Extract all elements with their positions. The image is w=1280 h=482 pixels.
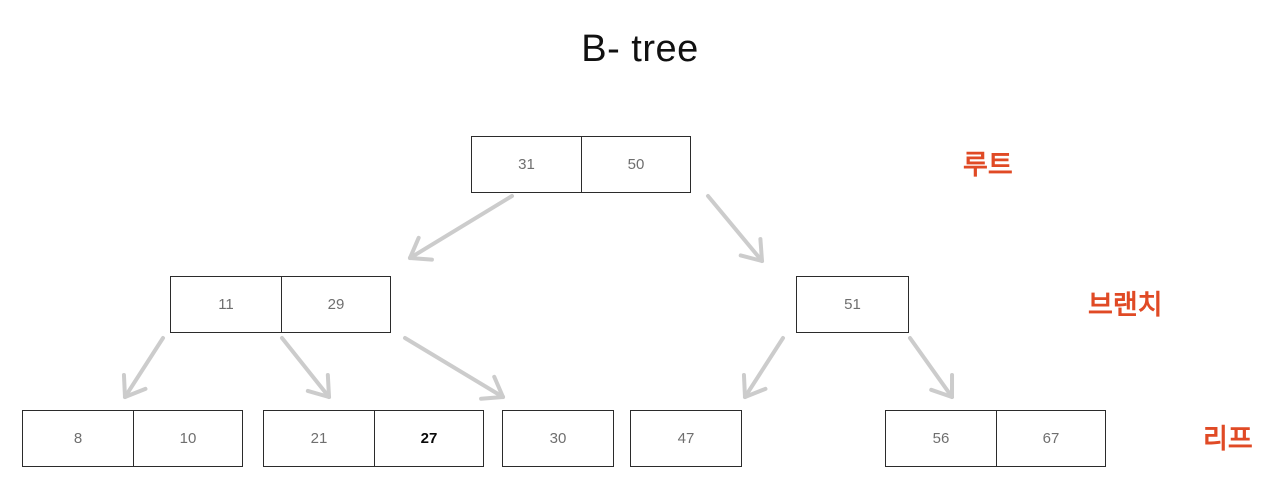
branch-node-left-key-2[interactable]: 29 <box>280 277 390 332</box>
root-node-key-2[interactable]: 50 <box>581 137 690 192</box>
arrow-branch-right-to-leaf-5 <box>908 336 955 399</box>
leaf-node-5-key-1[interactable]: 56 <box>932 430 950 447</box>
leaf-node-1-key-1[interactable]: 8 <box>73 430 83 447</box>
arrow-branch-left-to-leaf-3 <box>403 336 505 401</box>
leaf-node-1-key-2[interactable]: 10 <box>132 411 242 466</box>
root-node-key-1[interactable]: 31 <box>518 156 535 173</box>
arrow-root-to-branch-left <box>408 194 514 262</box>
branch-node-left-key-1[interactable]: 11 <box>218 296 234 313</box>
level-label-branch: 브랜치 <box>1088 290 1163 320</box>
leaf-node-5[interactable]: 56 67 <box>885 410 1106 467</box>
root-node[interactable]: 31 50 <box>471 136 691 193</box>
leaf-node-4[interactable]: 47 <box>630 410 742 467</box>
branch-node-right-key-1[interactable]: 51 <box>844 296 861 313</box>
leaf-node-3-key-1[interactable]: 30 <box>549 430 567 447</box>
leaf-node-5-key-2[interactable]: 67 <box>995 411 1105 466</box>
leaf-node-1[interactable]: 8 10 <box>22 410 243 467</box>
arrow-branch-left-to-leaf-2 <box>280 336 331 399</box>
branch-node-right[interactable]: 51 <box>796 276 909 333</box>
leaf-node-2-key-1[interactable]: 21 <box>310 430 328 447</box>
level-label-leaf: 리프 <box>1203 424 1253 454</box>
arrow-root-to-branch-right <box>706 194 764 263</box>
page-title: B- tree <box>581 28 699 70</box>
leaf-node-2[interactable]: 21 27 <box>263 410 484 467</box>
arrow-branch-left-to-leaf-1 <box>121 336 165 399</box>
branch-node-left[interactable]: 11 29 <box>170 276 391 333</box>
arrow-branch-right-to-leaf-4 <box>741 336 785 399</box>
level-label-root: 루트 <box>963 150 1013 180</box>
leaf-node-3[interactable]: 30 <box>502 410 614 467</box>
leaf-node-2-key-2[interactable]: 27 <box>373 411 483 466</box>
leaf-node-4-key-1[interactable]: 47 <box>677 430 695 447</box>
